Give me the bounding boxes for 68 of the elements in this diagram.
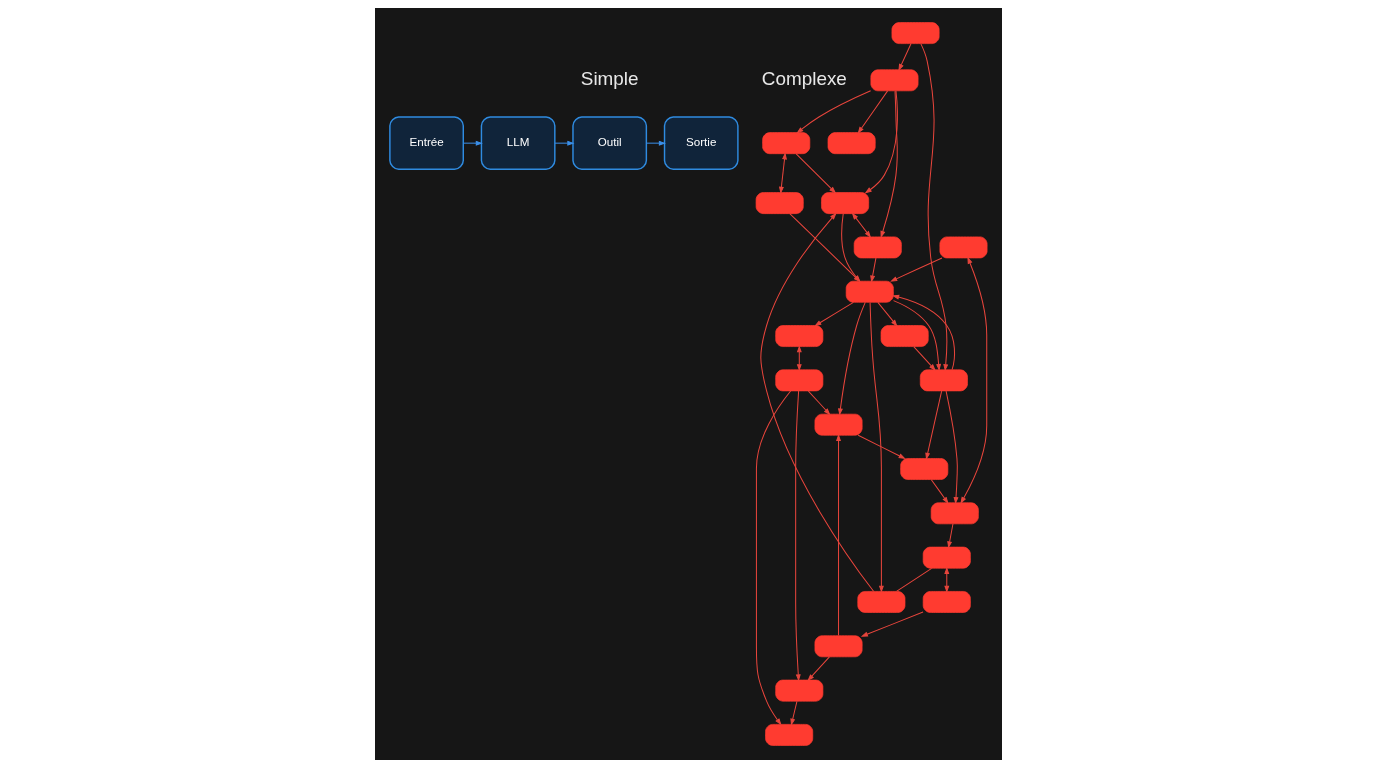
node-box (761, 132, 810, 155)
arrow (645, 140, 666, 146)
arrow (943, 566, 949, 593)
node-box (856, 591, 905, 613)
node-box (853, 236, 902, 259)
arrow (864, 90, 898, 194)
arrow (930, 479, 949, 504)
node-box (919, 369, 968, 392)
arrow (860, 611, 924, 637)
arrow (835, 433, 841, 637)
arrow (806, 656, 830, 682)
arrow (789, 700, 797, 726)
node-box (899, 458, 948, 480)
node-box (755, 192, 804, 214)
node-box (870, 69, 918, 92)
node-box: LLM (480, 116, 556, 171)
arrow (876, 301, 898, 327)
connector (895, 567, 932, 592)
arrow (462, 140, 483, 146)
arrow (912, 346, 936, 371)
arrow (851, 212, 871, 239)
arrow (807, 390, 831, 416)
label: Simple (580, 67, 639, 89)
arrow (789, 213, 861, 283)
arrow (857, 90, 888, 134)
arrow (919, 43, 948, 372)
arrow (891, 294, 955, 371)
node-box: Sortie (663, 116, 739, 171)
arrow (796, 345, 802, 372)
arrow (794, 390, 801, 682)
arrow (889, 257, 942, 282)
arrow (837, 301, 866, 416)
node-box (939, 236, 987, 259)
arrow (924, 390, 942, 460)
node-box (814, 413, 862, 436)
arrow (945, 390, 958, 505)
node-box: Outil (571, 116, 647, 171)
arrow (879, 90, 898, 239)
node-box (922, 546, 971, 569)
node-box (930, 502, 979, 525)
arrow (778, 152, 787, 194)
node-box (827, 132, 876, 155)
node-box (814, 635, 862, 658)
arrow (795, 153, 836, 194)
node-box (891, 22, 939, 44)
arrow (755, 390, 791, 726)
node-box (820, 192, 869, 214)
node-box (922, 591, 971, 613)
arrow (946, 523, 953, 549)
node-box: Entrée (388, 116, 464, 171)
arrow (869, 257, 876, 283)
arrow (553, 140, 574, 146)
label: Complexe (761, 67, 847, 89)
arrow (795, 90, 871, 134)
arrow (813, 301, 854, 327)
node-box (880, 325, 929, 347)
node-box (774, 325, 823, 347)
arrow (759, 212, 874, 592)
arrow (897, 43, 911, 72)
arrow (857, 434, 906, 460)
arrow (840, 213, 861, 283)
node-box (764, 724, 813, 746)
node-box (845, 280, 894, 303)
arrow (959, 256, 987, 504)
node-box (774, 679, 823, 702)
arrow (892, 300, 941, 372)
arrow (869, 301, 884, 593)
node-box (774, 369, 823, 392)
